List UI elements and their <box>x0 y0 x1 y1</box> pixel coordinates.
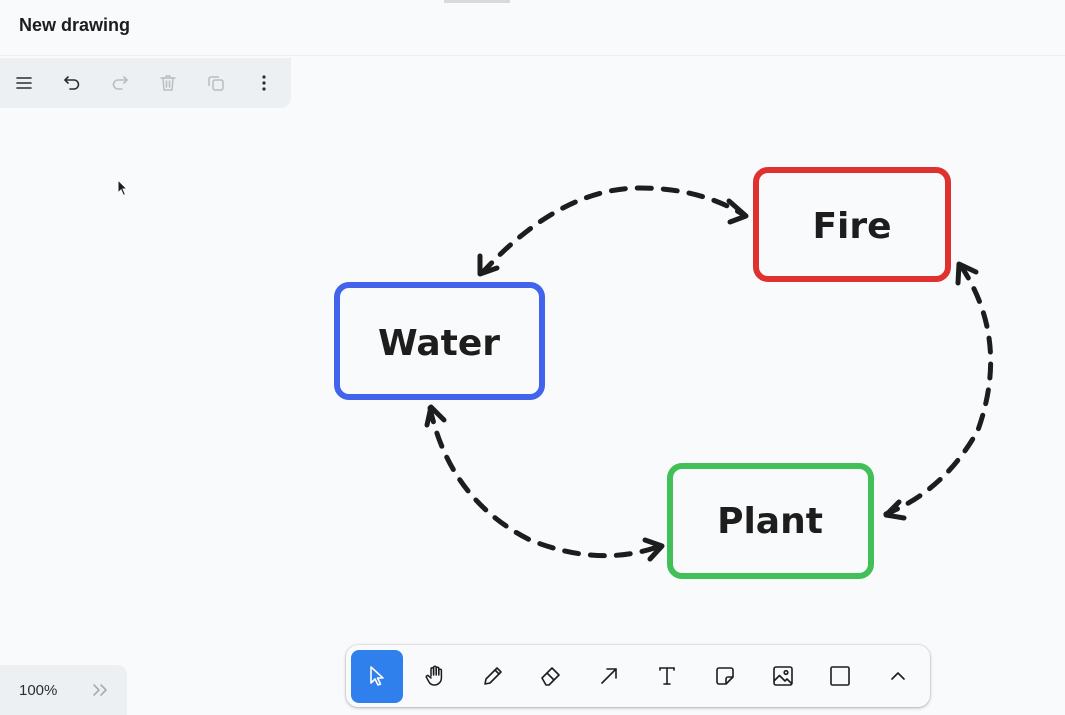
menu-panel <box>0 58 291 108</box>
delete-button[interactable] <box>144 59 192 107</box>
text-icon <box>658 667 675 685</box>
tool-toolbar <box>346 645 930 707</box>
zoom-level-button[interactable]: 100% <box>19 681 58 699</box>
hand-icon <box>425 665 443 686</box>
tool-rectangle[interactable] <box>814 650 866 703</box>
tool-draw[interactable] <box>467 650 519 703</box>
mouse-cursor-icon <box>117 179 129 197</box>
chevrons-right-icon <box>93 684 107 696</box>
fire-shape[interactable]: Fire <box>753 167 951 282</box>
undo-icon <box>64 76 80 90</box>
fire-label: Fire <box>812 206 891 247</box>
hamburger-icon <box>16 77 32 89</box>
undo-button[interactable] <box>48 59 96 107</box>
arrow-plant-water[interactable] <box>424 404 665 562</box>
tool-media[interactable] <box>756 650 808 703</box>
tool-note[interactable] <box>698 650 750 703</box>
redo-icon <box>112 76 128 90</box>
document-title[interactable]: New drawing <box>19 15 131 35</box>
sticky-note-icon <box>715 667 734 685</box>
plant-shape[interactable]: Plant <box>667 463 874 579</box>
trash-icon <box>160 75 176 91</box>
water-label: Water <box>378 323 500 364</box>
drawing-canvas[interactable]: Fire Water Plant <box>0 56 1065 715</box>
tool-arrow[interactable] <box>583 650 635 703</box>
zoom-panel: 100% <box>0 665 127 715</box>
pencil-icon <box>484 667 502 685</box>
more-button[interactable] <box>240 59 288 107</box>
arrow-water-fire[interactable] <box>477 185 749 277</box>
tool-select[interactable] <box>351 649 404 703</box>
image-icon <box>772 666 793 686</box>
tool-text[interactable] <box>641 650 693 703</box>
tool-eraser[interactable] <box>525 650 577 703</box>
title-bar: New drawing <box>0 0 1065 56</box>
duplicate-icon <box>208 76 224 91</box>
expand-panel-button[interactable] <box>91 683 109 697</box>
rectangle-icon <box>830 666 851 686</box>
duplicate-button[interactable] <box>192 59 240 107</box>
tool-hand[interactable] <box>409 650 461 703</box>
eraser-icon <box>541 667 560 686</box>
chevron-up-icon <box>891 672 906 680</box>
plant-label: Plant <box>717 501 823 542</box>
water-shape[interactable]: Water <box>334 282 545 400</box>
more-tools-button[interactable] <box>872 650 924 703</box>
top-drag-handle[interactable] <box>444 0 510 3</box>
pointer-icon <box>370 666 385 686</box>
main-menu-button[interactable] <box>0 59 48 107</box>
arrow-fire-plant[interactable] <box>883 261 994 521</box>
redo-button[interactable] <box>96 59 144 107</box>
arrow-icon <box>601 668 617 684</box>
more-vertical-icon <box>262 75 266 91</box>
